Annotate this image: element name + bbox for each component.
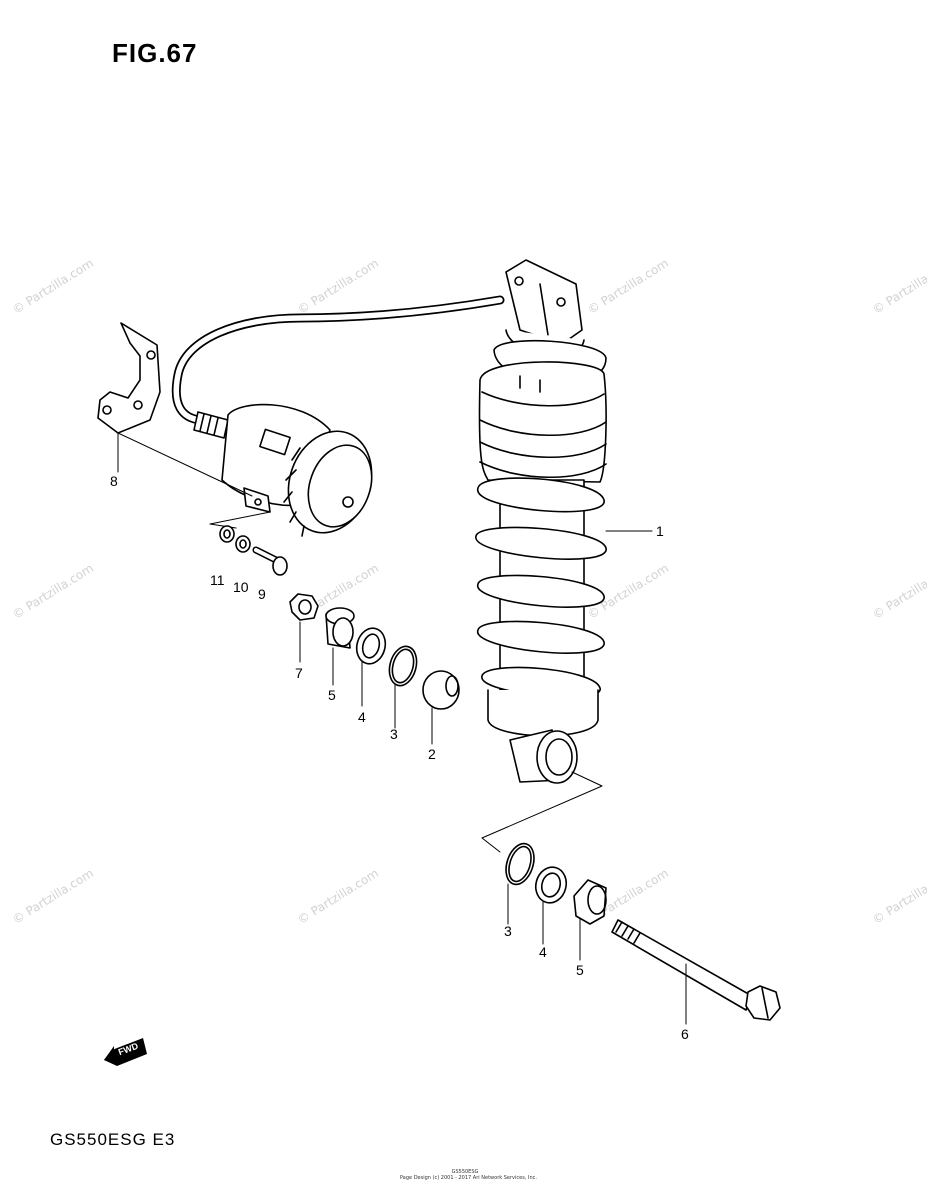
callout-7: 7	[295, 665, 303, 681]
callout-10: 10	[233, 579, 249, 595]
screw-part-9	[252, 546, 288, 576]
shock-absorber-part-1	[475, 259, 607, 784]
spacer-part-5-upper	[325, 607, 355, 649]
washer-part-11	[219, 525, 235, 543]
callout-6: 6	[681, 1026, 689, 1042]
washer-part-10	[235, 535, 251, 553]
callout-3-upper: 3	[390, 726, 398, 742]
seal-part-4-upper	[355, 627, 387, 665]
oring-part-3-lower	[505, 842, 535, 886]
fwd-arrow-icon	[104, 1038, 147, 1066]
spacer-part-5-lower	[573, 879, 607, 925]
callout-11: 11	[210, 572, 225, 588]
callout-leaders	[117, 432, 687, 1025]
bushing-part-2	[422, 670, 460, 710]
callout-3-lower: 3	[504, 923, 512, 939]
figure-title: FIG.67	[112, 38, 198, 68]
footer-line: Page Design (c) 2001 - 2017 Ari Network …	[400, 1175, 537, 1181]
oring-part-3-upper	[388, 645, 418, 687]
callout-9: 9	[258, 586, 266, 602]
nut-part-7	[289, 593, 319, 621]
callout-1: 1	[656, 523, 664, 539]
model-code: GS550ESG E3	[50, 1130, 176, 1149]
callout-5-upper: 5	[328, 687, 336, 703]
footer-line: GS550ESG	[451, 1169, 479, 1175]
callout-8: 8	[110, 473, 118, 489]
bracket-part-8	[97, 322, 161, 434]
adjuster-hose	[171, 295, 505, 439]
callout-4-lower: 4	[539, 944, 547, 960]
callout-5-lower: 5	[576, 962, 584, 978]
remote-adjuster-body	[221, 403, 373, 537]
callout-2: 2	[428, 746, 436, 762]
seal-part-4-lower	[534, 866, 568, 904]
callout-4-upper: 4	[358, 709, 366, 725]
footer-credits: GS550ESG Page Design (c) 2001 - 2017 Ari…	[400, 1169, 537, 1181]
bolt-part-6	[611, 919, 781, 1021]
